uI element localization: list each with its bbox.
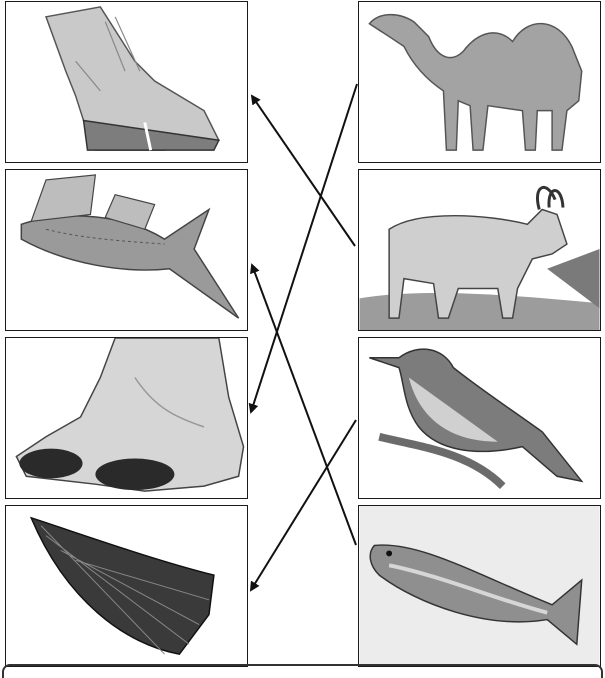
fish-fin-icon [6, 170, 247, 330]
wing-icon [6, 506, 247, 666]
page-frame [2, 664, 603, 678]
camel-foot-box[interactable] [5, 337, 248, 499]
arrow-fish-to-fish-part [252, 265, 356, 545]
arrow-goat-to-hoof [252, 96, 355, 246]
goat-icon [359, 170, 600, 330]
arrow-bird-to-wing [251, 420, 356, 590]
hoof-icon [6, 2, 247, 162]
wing-box[interactable] [5, 505, 248, 667]
fish-box[interactable] [358, 505, 601, 667]
fish-icon [359, 506, 600, 666]
bird-box[interactable] [358, 337, 601, 499]
camel-box[interactable] [358, 1, 601, 163]
fish-part-box[interactable] [5, 169, 248, 331]
goat-box[interactable] [358, 169, 601, 331]
hoof-box[interactable] [5, 1, 248, 163]
arrow-camel-to-camel-foot [251, 84, 357, 412]
camel-icon [359, 2, 600, 162]
camel-foot-icon [6, 338, 247, 498]
bird-icon [359, 338, 600, 498]
